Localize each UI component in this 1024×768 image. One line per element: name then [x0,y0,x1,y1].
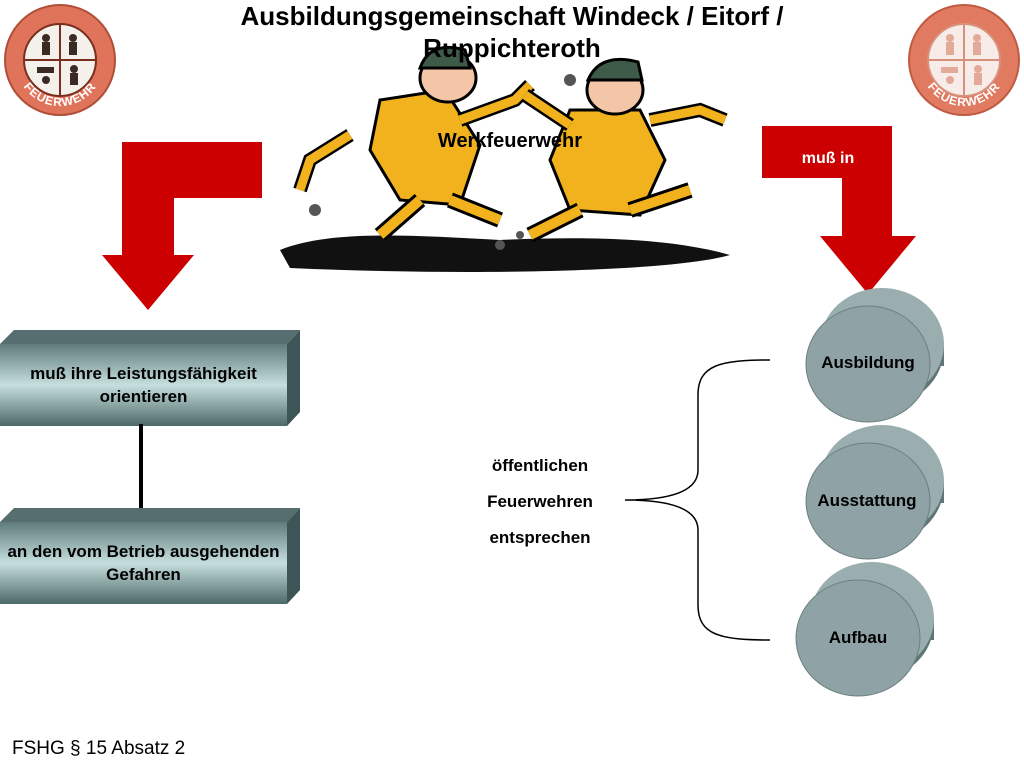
box-text: an den vom Betrieb ausgehenden Gefahren [7,542,280,584]
cylinder-label: Ausbildung [821,353,915,372]
brace-text-line: Feuerwehren [487,492,593,511]
footer-reference: FSHG § 15 Absatz 2 [12,738,186,759]
connector-line [139,424,143,510]
box-gefahren: an den vom Betrieb ausgehenden Gefahren [0,508,300,604]
cylinder-aufbau [795,562,934,697]
cylinder-label: Aufbau [828,628,888,647]
fire-brigade-logo-right: FEUERWEHR [908,4,1020,116]
box-text: muß ihre Leistungsfähigkeit orientieren [30,364,257,406]
brace-text-line: öffentlichen [491,456,589,475]
right-bent-arrow [762,126,916,294]
running-firefighters-illustration [280,45,730,272]
left-bent-arrow [102,142,262,310]
brace-text-line: entsprechen [489,528,591,547]
brace-text: öffentlichen Feuerwehren entsprechen [460,448,620,556]
cylinder-label: Ausstattung [817,491,917,510]
curly-brace [624,359,771,641]
slide-subtitle: Werkfeuerwehr [437,130,583,152]
box-leistungsfaehigkeit: muß ihre Leistungsfähigkeit orientieren [0,330,300,426]
fire-brigade-logo-left: FEUERWEHR [4,4,116,116]
cylinder-ausstattung [805,425,944,560]
slide-title: Ausbildungsgemeinschaft Windeck / Eitorf… [240,1,784,63]
arrow-label-muss-in: muß in [801,150,855,167]
cylinder-ausbildung [805,288,944,423]
